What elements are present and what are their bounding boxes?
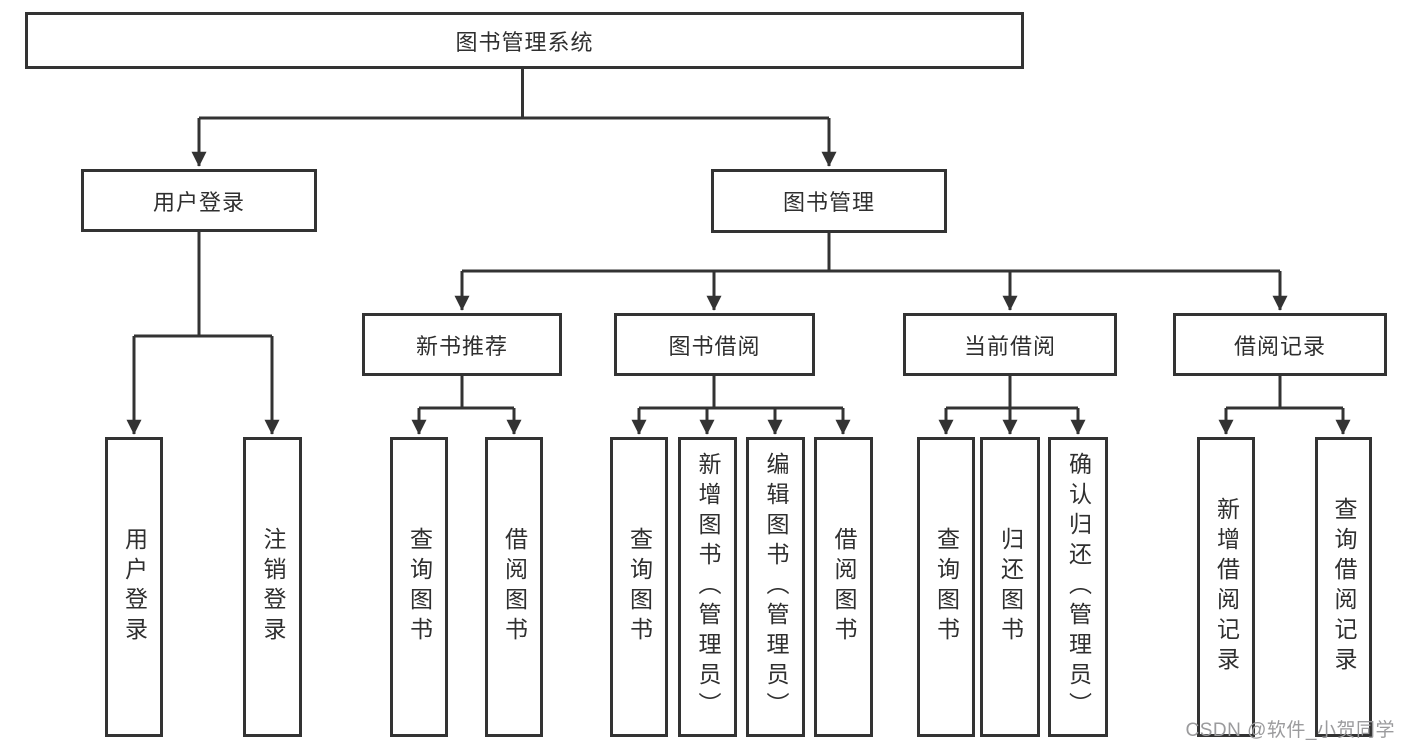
leaf-edit-books-admin: 编辑图书（管理员） xyxy=(746,437,805,737)
node-new-book-recommend: 新书推荐 xyxy=(362,313,562,376)
leaf-add-books-admin: 新增图书（管理员） xyxy=(678,437,737,737)
leaf-query-books-current: 查询图书 xyxy=(917,437,975,737)
leaf-logout: 注销登录 xyxy=(243,437,302,737)
node-user-login: 用户登录 xyxy=(81,169,317,232)
connector-book-management-children xyxy=(454,233,1288,311)
csdn-watermark: CSDN @软件_小贺同学 xyxy=(1185,720,1395,741)
leaf-query-books-recommend: 查询图书 xyxy=(390,437,448,737)
node-book-management: 图书管理 xyxy=(711,169,947,233)
leaf-borrow-books-recommend: 借阅图书 xyxy=(485,437,543,737)
leaf-query-books-borrow: 查询图书 xyxy=(610,437,668,737)
connector-borrow-records-children xyxy=(1218,376,1351,435)
connector-book-borrow-children xyxy=(631,376,851,435)
connector-root-to-level2 xyxy=(191,69,837,167)
leaf-confirm-return-admin: 确认归还（管理员） xyxy=(1048,437,1108,737)
connector-current-borrow-children xyxy=(938,376,1086,435)
node-book-borrow: 图书借阅 xyxy=(614,313,815,376)
node-library-management-system: 图书管理系统 xyxy=(25,12,1024,69)
node-borrow-records: 借阅记录 xyxy=(1173,313,1387,376)
connector-user-login-children xyxy=(126,232,280,435)
leaf-user-login: 用户登录 xyxy=(105,437,163,737)
leaf-add-borrow-record: 新增借阅记录 xyxy=(1197,437,1255,737)
leaf-query-borrow-record: 查询借阅记录 xyxy=(1315,437,1372,737)
connector-new-book-children xyxy=(411,376,522,435)
node-current-borrow: 当前借阅 xyxy=(903,313,1117,376)
leaf-return-books: 归还图书 xyxy=(980,437,1040,737)
leaf-borrow-books: 借阅图书 xyxy=(814,437,873,737)
